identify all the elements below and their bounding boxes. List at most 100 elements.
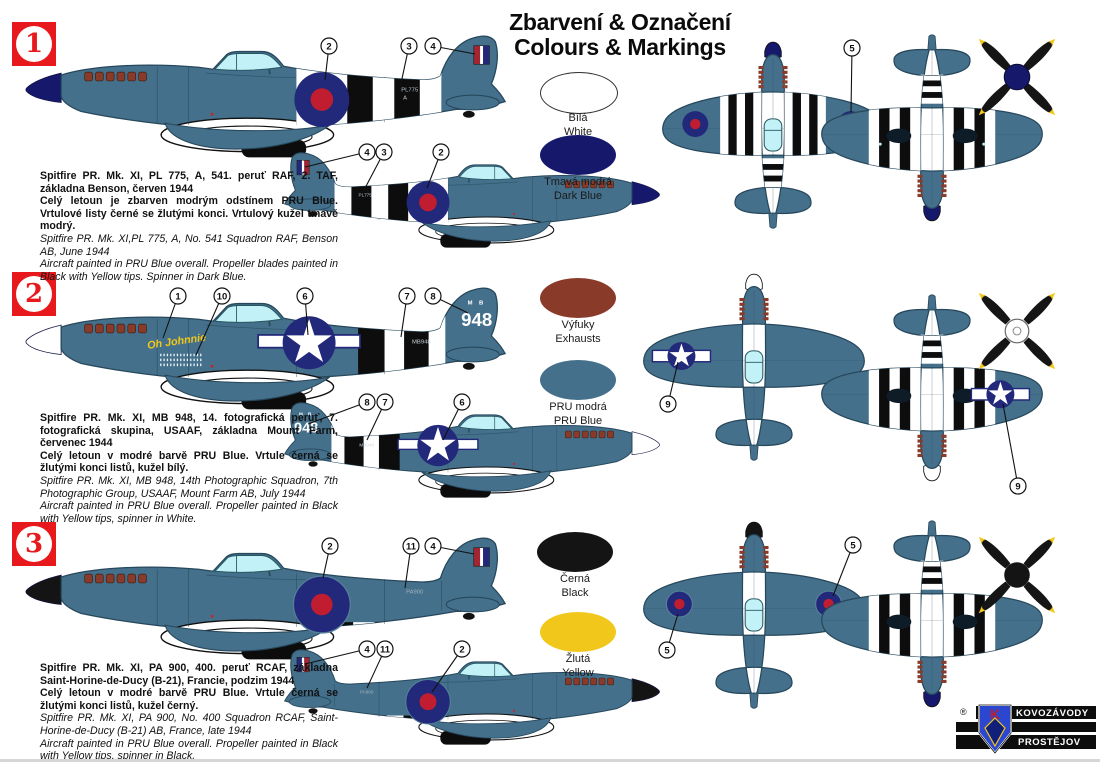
scheme3-port-profile: PA900 (20, 532, 510, 679)
swatch-black-en: Black (561, 586, 589, 599)
us-insignia (257, 316, 361, 370)
swatch-black-cz: Černá (560, 573, 590, 585)
radiator (886, 614, 912, 630)
scheme1-starboard-profile: PL775 (280, 148, 665, 263)
raf-roundel (682, 111, 709, 138)
page-title-cz: Zbarvení & Označení (509, 9, 731, 35)
scheme2-cz-body: Celý letoun v modré barvě PRU Blue. Vrtu… (40, 449, 338, 475)
us-insignia (970, 380, 1031, 409)
spinner (1004, 562, 1030, 588)
scheme2-en-title: Spitfire PR. Mk. XI, MB 948, 14th Photog… (40, 474, 338, 500)
swatch-yellow-cz: Žlutá (565, 653, 591, 665)
raf-roundel (665, 590, 693, 618)
scheme3-badge: 3 (12, 522, 56, 566)
scheme2-en-body: Aircraft painted in PRU Blue overall. Pr… (40, 500, 338, 525)
swatch-dark-blue (540, 135, 616, 175)
scheme3-badge-ring: 3 (16, 526, 52, 562)
scheme1-badge-ring: 1 (16, 26, 52, 62)
scheme2-top-view (640, 272, 868, 465)
scheme2-number: 2 (24, 279, 44, 309)
scheme2-bottom-view (818, 290, 1046, 483)
radiator (952, 614, 978, 630)
swatch-pru-blue-label: PRU modrá PRU Blue (513, 401, 643, 428)
scheme3-cz-body: Celý letoun v modré barvě PRU Blue. Vrtu… (40, 687, 338, 712)
kp-logo: ® KOVOZÁVODY PROSTĚJOV K (956, 704, 1098, 756)
tail-code-letters: M B (468, 301, 486, 307)
swatch-white-en: White (563, 125, 593, 138)
us-insignia (651, 342, 712, 371)
scheme1-propeller (958, 18, 1076, 136)
swatch-exhausts (540, 278, 616, 318)
swatch-white-label: Bílá White (513, 112, 643, 139)
page-edge (0, 759, 1100, 762)
spinner (1003, 63, 1031, 91)
swatch-exhausts-cz: Výfuky (561, 319, 595, 331)
fin-flash (473, 547, 490, 567)
radiator (952, 128, 978, 144)
scheme3-bottom-view (818, 516, 1046, 709)
radiator (886, 388, 912, 404)
serial-text: MB948 (412, 340, 431, 346)
scheme3-propeller (958, 516, 1076, 634)
raf-roundel (294, 72, 350, 128)
scheme1-number: 1 (24, 29, 44, 59)
serial-text: PA900 (406, 590, 424, 596)
radiator (886, 128, 912, 144)
scheme3-description: Spitfire PR. Mk. XI, PA 900, 400. peruť … (40, 662, 338, 762)
swatch-white-cz: Bílá (568, 112, 588, 124)
mission-markings (160, 353, 204, 367)
swatch-yellow-en: Yellow (562, 666, 594, 679)
canopy (763, 118, 783, 152)
scheme1-top-view (659, 40, 887, 233)
raf-roundel (292, 575, 351, 634)
raf-roundel (405, 679, 451, 725)
swatch-dark-blue-en: Dark Blue (553, 189, 603, 202)
canopy (744, 350, 764, 384)
scheme3-en-title: Spitfire PR. Mk. XI, PA 900, No. 400 Squ… (40, 712, 338, 737)
page-title: Zbarvení & Označení Colours & Markings (470, 10, 770, 60)
swatch-yellow-label: Žlutá Yellow (513, 653, 643, 680)
logo-bar-middle (956, 722, 1096, 732)
swatch-black-label: Černá Black (510, 573, 640, 600)
serial-text: PL775 (401, 88, 419, 94)
callout: 9 (1015, 482, 1020, 493)
scheme3-en-body: Aircraft painted in PRU Blue overall. Pr… (40, 737, 338, 762)
swatch-white (540, 72, 618, 114)
scheme1-en-body: Aircraft painted in PRU Blue overall. Pr… (40, 258, 338, 283)
us-insignia (397, 424, 479, 467)
spinner (1004, 318, 1030, 344)
logo-line2: PROSTĚJOV (1018, 737, 1081, 748)
serial-text: PA900 (360, 689, 374, 694)
swatch-exhausts-en: Exhausts (555, 332, 601, 345)
serial-text: MB948 (359, 442, 374, 447)
fin-flash (296, 159, 310, 176)
tail-code-letters: M B (299, 412, 313, 417)
scheme2-cz-title: Spitfire PR. Mk. XI, MB 948, 14. fotogra… (40, 412, 338, 450)
scheme1-badge: 1 (12, 22, 56, 66)
swatch-pru-blue-en: PRU Blue (553, 414, 603, 427)
kp-shield-icon: K (978, 704, 1012, 755)
scheme1-en-title: Spitfire PR. Mk. XI,PL 775, A, No. 541 S… (40, 232, 338, 258)
swatch-dark-blue-label: Tmavá modrá Dark Blue (513, 176, 643, 203)
swatch-pru-blue-cz: PRU modrá (549, 401, 607, 413)
fin-flash (296, 656, 310, 673)
scheme1-description: Spitfire PR. Mk. XI, PL 775, A, 541. per… (40, 170, 338, 283)
swatch-yellow (540, 612, 616, 652)
scheme2-badge-ring: 2 (16, 276, 52, 312)
logo-k-letter: K (990, 706, 1000, 722)
invasion-stripes (720, 79, 826, 188)
scheme1-bottom-view (818, 30, 1046, 223)
swatch-exhausts-label: Výfuky Exhausts (513, 319, 643, 346)
scheme1-cz-title: Spitfire PR. Mk. XI, PL 775, A, 541. per… (40, 170, 338, 195)
code-letter: A (403, 96, 407, 102)
raf-roundel (406, 180, 450, 224)
page-title-en: Colours & Markings (514, 34, 726, 60)
canopy (744, 598, 764, 632)
scheme1-cz-body: Celý letoun je zbarven modrým odstínem P… (40, 195, 338, 233)
scheme2-propeller (958, 272, 1076, 390)
scheme3-cz-title: Spitfire PR. Mk. XI, PA 900, 400. peruť … (40, 662, 338, 687)
registered-mark: ® (960, 707, 967, 717)
fin-flash (473, 45, 490, 65)
serial-text: PL775 (359, 192, 373, 197)
